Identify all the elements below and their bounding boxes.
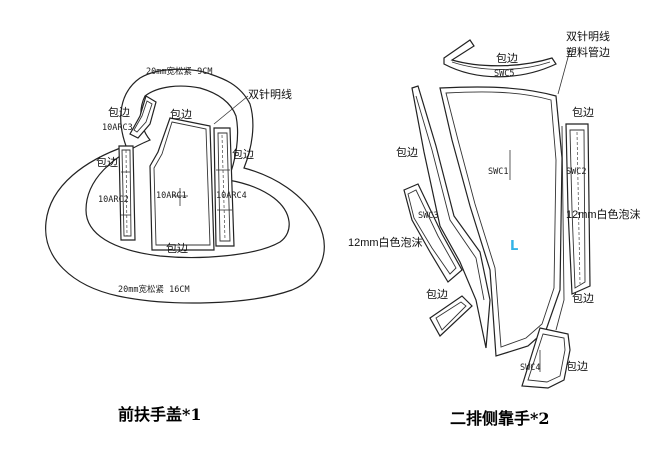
top-band-label: 20mm宽松紧 9CM	[146, 66, 212, 77]
code-10arc2: 10ARC2	[98, 195, 129, 205]
code-swc2: SWC2	[566, 167, 586, 177]
code-10arc1: 10ARC1	[156, 191, 187, 201]
bottom-band-label: 20mm宽松紧 16CM	[118, 284, 190, 295]
piece-swc1	[439, 86, 563, 357]
piece-swc2	[565, 123, 591, 295]
trim-label-swc4: 包边	[566, 360, 588, 373]
piece-right-connector	[555, 125, 565, 331]
piece-swc3	[403, 183, 463, 283]
trim-label-right-a: 包边	[572, 106, 594, 119]
piece-10arc1	[149, 117, 215, 251]
armrest-cover-group: 20mm宽松紧 9CM 双针明线 包边 包边 包边 包边 包边 10ARC3 1…	[45, 66, 325, 424]
piece-10arc2	[118, 145, 136, 241]
trim-label-bottom-left: 包边	[426, 288, 448, 301]
piece-10arc4	[213, 127, 235, 247]
right-group-title: 二排侧靠手*2	[450, 409, 550, 428]
code-10arc4: 10ARC4	[216, 191, 247, 201]
left-group-title: 前扶手盖*1	[118, 405, 202, 424]
stitch-label-right: 双针明线	[566, 29, 610, 43]
code-swc3: SWC3	[418, 211, 438, 221]
foam-label-right: 12mm白色泡沫	[566, 207, 641, 221]
code-swc5: SWC5	[494, 69, 514, 79]
pipe-label: 塑料管边	[566, 45, 610, 59]
foam-label-left: 12mm白色泡沫	[348, 235, 423, 249]
trim-label-left-b: 包边	[170, 108, 192, 121]
code-swc4: SWC4	[520, 363, 540, 373]
piece-10arc3	[129, 95, 157, 139]
stitch-label-left: 双针明线	[248, 87, 292, 101]
trim-label-left-d: 包边	[232, 148, 254, 161]
large-elastic-band	[45, 68, 325, 304]
side-armrest-group: 双针明线 塑料管边 包边 SWC5 包边 包边 SWC1 SWC2 SWC3 1…	[348, 29, 641, 428]
piece-swc4	[521, 327, 571, 389]
trim-label-left-c: 包边	[96, 156, 118, 169]
stitch-leader-right	[557, 49, 571, 95]
trim-label-left-e: 包边	[166, 242, 188, 255]
piece-thin-left-strip	[411, 85, 491, 349]
trim-label-left-a: 包边	[108, 106, 130, 119]
trim-label-right-top: 包边	[496, 52, 518, 65]
code-10arc3: 10ARC3	[102, 123, 133, 133]
stitch-leader-left	[213, 95, 249, 125]
piece-swc5	[443, 39, 557, 78]
code-swc1: SWC1	[488, 167, 508, 177]
trim-label-right-bottom: 包边	[572, 292, 594, 305]
side-mark-l: L	[510, 239, 518, 254]
trim-label-right-left: 包边	[396, 146, 418, 159]
piece-bottom-left	[429, 295, 473, 337]
